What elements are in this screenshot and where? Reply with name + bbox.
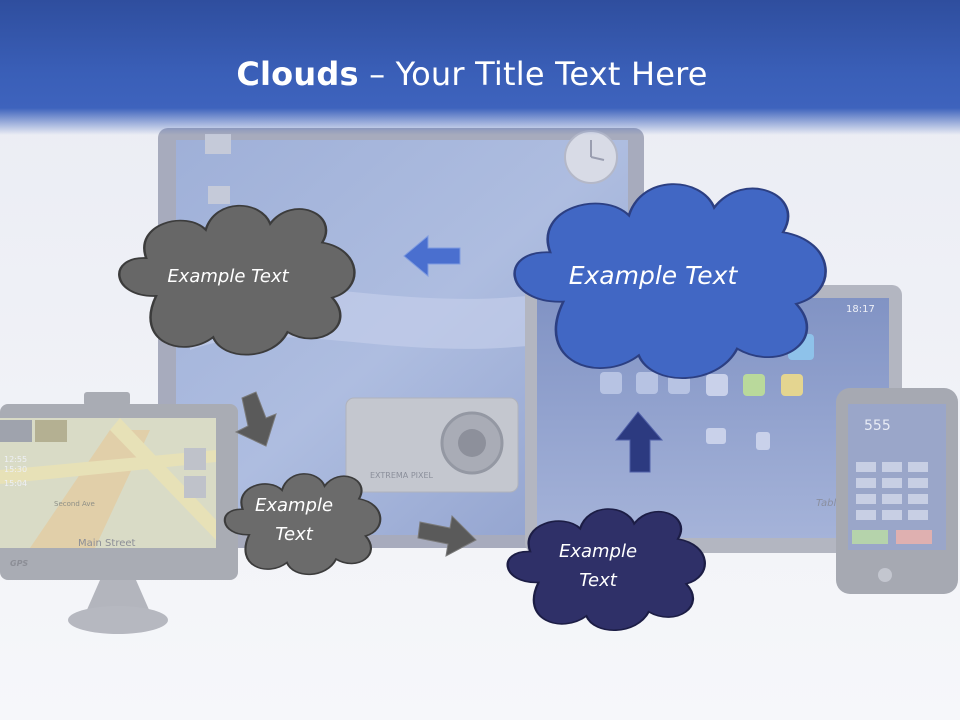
svg-text:15:30: 15:30 (4, 465, 27, 474)
cloud-navy-small-text: Example Text (528, 536, 668, 596)
slide-title: Clouds – Your Title Text Here (0, 52, 944, 96)
cloud-navy-small-line1: Example (558, 541, 638, 562)
cloud-gray-small-text: Example Text (234, 490, 354, 550)
svg-text:15:04: 15:04 (4, 479, 27, 488)
tablet-time: 18:17 (846, 304, 875, 315)
arrow-down-gray (234, 391, 277, 447)
gps-street-label: Main Street (78, 538, 136, 549)
title-rest: – Your Title Text Here (358, 55, 708, 93)
cloud-gray-large-label: Example Text (167, 265, 289, 287)
cloud-gray-large-text: Example Text (140, 258, 316, 294)
title-band (0, 0, 960, 135)
tablet-brand: Tablet (816, 498, 847, 509)
arrow-right-gray (417, 514, 477, 557)
cloud-blue-large-text: Example Text (540, 252, 766, 298)
cloud-navy-small-line2: Text (579, 570, 617, 591)
gps-brand: GPS (10, 559, 28, 568)
title-strong: Clouds (236, 55, 359, 93)
cloud-gray-small-line1: Example (254, 495, 334, 516)
cloud-gray-small-line2: Text (275, 524, 313, 545)
cloud-blue-large-label: Example Text (568, 260, 738, 290)
arrow-up-navy (614, 411, 664, 473)
arrow-left-blue (403, 234, 461, 278)
gps-times: 12:55 15:30 15:04 (4, 455, 27, 488)
phone-number: 555 (864, 418, 891, 434)
svg-text:12:55: 12:55 (4, 455, 27, 464)
gps-road-label: Second Ave (54, 500, 95, 508)
camera-brand: EXTREMA PIXEL (370, 471, 434, 480)
